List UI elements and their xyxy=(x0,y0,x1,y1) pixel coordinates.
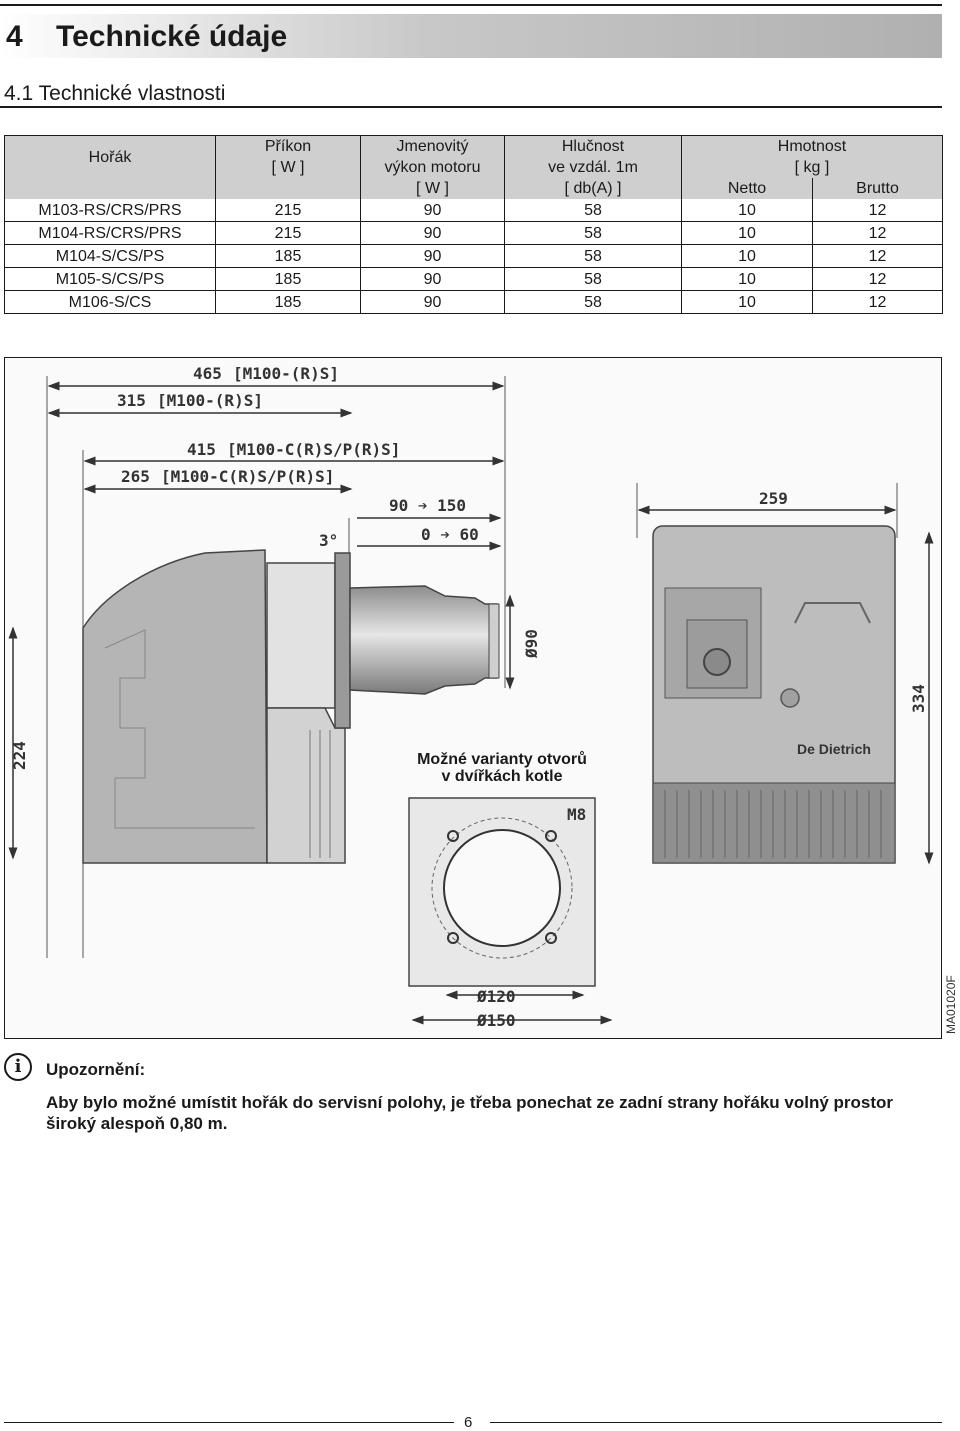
cell-brutto: 12 xyxy=(812,199,943,222)
dim-465-label: [M100-(R)S] xyxy=(233,364,339,383)
cell-hlucnost: 58 xyxy=(504,267,682,291)
cell-prikon: 185 xyxy=(215,267,361,291)
header-vykon-2: výkon motoru xyxy=(360,157,505,178)
dim-315: 315 xyxy=(117,391,146,410)
cell-model: M103-RS/CRS/PRS xyxy=(4,199,216,222)
section-rule xyxy=(0,106,942,108)
cell-hlucnost: 58 xyxy=(504,199,682,222)
dim-224: 224 xyxy=(10,741,29,770)
table-header-row-3: [ W ] [ db(A) ] Netto Brutto xyxy=(4,178,943,199)
cell-vykon: 90 xyxy=(360,267,505,291)
cell-netto: 10 xyxy=(681,199,813,222)
header-vykon-3: [ W ] xyxy=(360,178,505,199)
table-row: M103-RS/CRS/PRS 215 90 58 10 12 xyxy=(4,199,943,222)
cell-model: M106-S/CS xyxy=(4,290,216,314)
dim-o120: Ø120 xyxy=(476,987,516,1006)
cell-hlucnost: 58 xyxy=(504,290,682,314)
dim-315-label: [M100-(R)S] xyxy=(157,391,263,410)
table-header-row-2: [ W ] výkon motoru ve vzdál. 1m [ kg ] xyxy=(5,157,943,178)
table-header-row-1: Hořák Příkon Jmenovitý Hlučnost Hmotnost xyxy=(4,135,943,178)
dim-415: 415 xyxy=(187,440,216,459)
dim-465: 465 xyxy=(193,364,222,383)
chapter-number: 4 xyxy=(6,20,23,53)
burner-dimension-figure: 465 [M100-(R)S] 315 [M100-(R)S] 415 [M10… xyxy=(4,357,942,1039)
cell-vykon: 90 xyxy=(360,221,505,245)
door-caption-line-2: v dvířkách kotle xyxy=(442,768,563,785)
chapter-bar xyxy=(0,14,942,58)
dim-415-label: [M100-C(R)S/P(R)S] xyxy=(227,440,400,459)
cell-model: M104-S/CS/PS xyxy=(4,244,216,268)
cell-brutto: 12 xyxy=(812,267,943,291)
cell-hlucnost: 58 xyxy=(504,221,682,245)
header-hlucnost-1: Hlučnost xyxy=(504,135,682,157)
table-row: M104-RS/CRS/PRS 215 90 58 10 12 xyxy=(4,221,943,245)
section-title: 4.1 Technické vlastnosti xyxy=(4,82,226,105)
header-empty-1 xyxy=(4,178,216,199)
header-hmotnost-1: Hmotnost xyxy=(681,135,943,157)
top-rule xyxy=(0,4,942,6)
dim-angle: 3° xyxy=(319,531,338,550)
dim-m8: M8 xyxy=(567,805,586,824)
dim-259: 259 xyxy=(759,489,788,508)
header-prikon-2: [ W ] xyxy=(215,157,361,178)
dim-334: 334 xyxy=(909,684,928,713)
cell-prikon: 215 xyxy=(215,221,361,245)
cell-brutto: 12 xyxy=(812,221,943,245)
cell-vykon: 90 xyxy=(360,244,505,268)
footer-rule-left xyxy=(4,1422,454,1423)
cell-netto: 10 xyxy=(681,244,813,268)
page-number: 6 xyxy=(464,1414,473,1431)
cell-netto: 10 xyxy=(681,267,813,291)
header-horak: Hořák xyxy=(4,135,216,178)
cell-hlucnost: 58 xyxy=(504,244,682,268)
header-hmotnost-2: [ kg ] xyxy=(681,157,943,178)
header-hlucnost-3: [ db(A) ] xyxy=(504,178,682,199)
brand-logo: De Dietrich xyxy=(797,741,871,757)
header-netto: Netto xyxy=(681,178,813,199)
cell-model: M105-S/CS/PS xyxy=(4,267,216,291)
cell-vykon: 90 xyxy=(360,199,505,222)
header-vykon-1: Jmenovitý xyxy=(360,135,505,157)
warning-title: Upozornění: xyxy=(46,1060,146,1079)
dim-265: 265 xyxy=(121,467,150,486)
cell-brutto: 12 xyxy=(812,244,943,268)
dim-o90: Ø90 xyxy=(522,629,541,659)
header-prikon-1: Příkon xyxy=(215,135,361,157)
chapter-title: Technické údaje xyxy=(56,20,288,53)
info-icon: i xyxy=(4,1053,32,1081)
cell-netto: 10 xyxy=(681,290,813,314)
dim-o150: Ø150 xyxy=(476,1011,516,1030)
table-row: M105-S/CS/PS 185 90 58 10 12 xyxy=(4,267,943,291)
dim-265-label: [M100-C(R)S/P(R)S] xyxy=(161,467,334,486)
table-row: M106-S/CS 185 90 58 10 12 xyxy=(4,290,943,314)
cell-prikon: 185 xyxy=(215,244,361,268)
door-caption-line-1: Možné varianty otvorů xyxy=(417,751,587,768)
burner-drawing: 465 [M100-(R)S] 315 [M100-(R)S] 415 [M10… xyxy=(8,364,934,1030)
header-hlucnost-2: ve vzdál. 1m xyxy=(504,157,682,178)
burner-front-view xyxy=(652,525,896,864)
dim-90-150: 90 ➔ 150 xyxy=(389,496,466,515)
header-brutto: Brutto xyxy=(812,178,943,199)
cell-prikon: 215 xyxy=(215,199,361,222)
dim-0-60: 0 ➔ 60 xyxy=(421,525,479,544)
cell-vykon: 90 xyxy=(360,290,505,314)
warning-text: Aby bylo možné umístit hořák do servisní… xyxy=(46,1093,894,1133)
cell-prikon: 185 xyxy=(215,290,361,314)
cell-brutto: 12 xyxy=(812,290,943,314)
dimension-lines xyxy=(8,381,934,1025)
spec-table: Hořák Příkon Jmenovitý Hlučnost Hmotnost… xyxy=(4,135,943,314)
table-row: M104-S/CS/PS 185 90 58 10 12 xyxy=(4,244,943,268)
burner-housing xyxy=(82,549,500,864)
cell-model: M104-RS/CRS/PRS xyxy=(4,221,216,245)
figure-code: MA01020F xyxy=(944,975,958,1034)
header-empty-2 xyxy=(215,178,361,199)
boiler-door-plate xyxy=(408,797,596,987)
footer-rule-right xyxy=(490,1422,942,1423)
cell-netto: 10 xyxy=(681,221,813,245)
